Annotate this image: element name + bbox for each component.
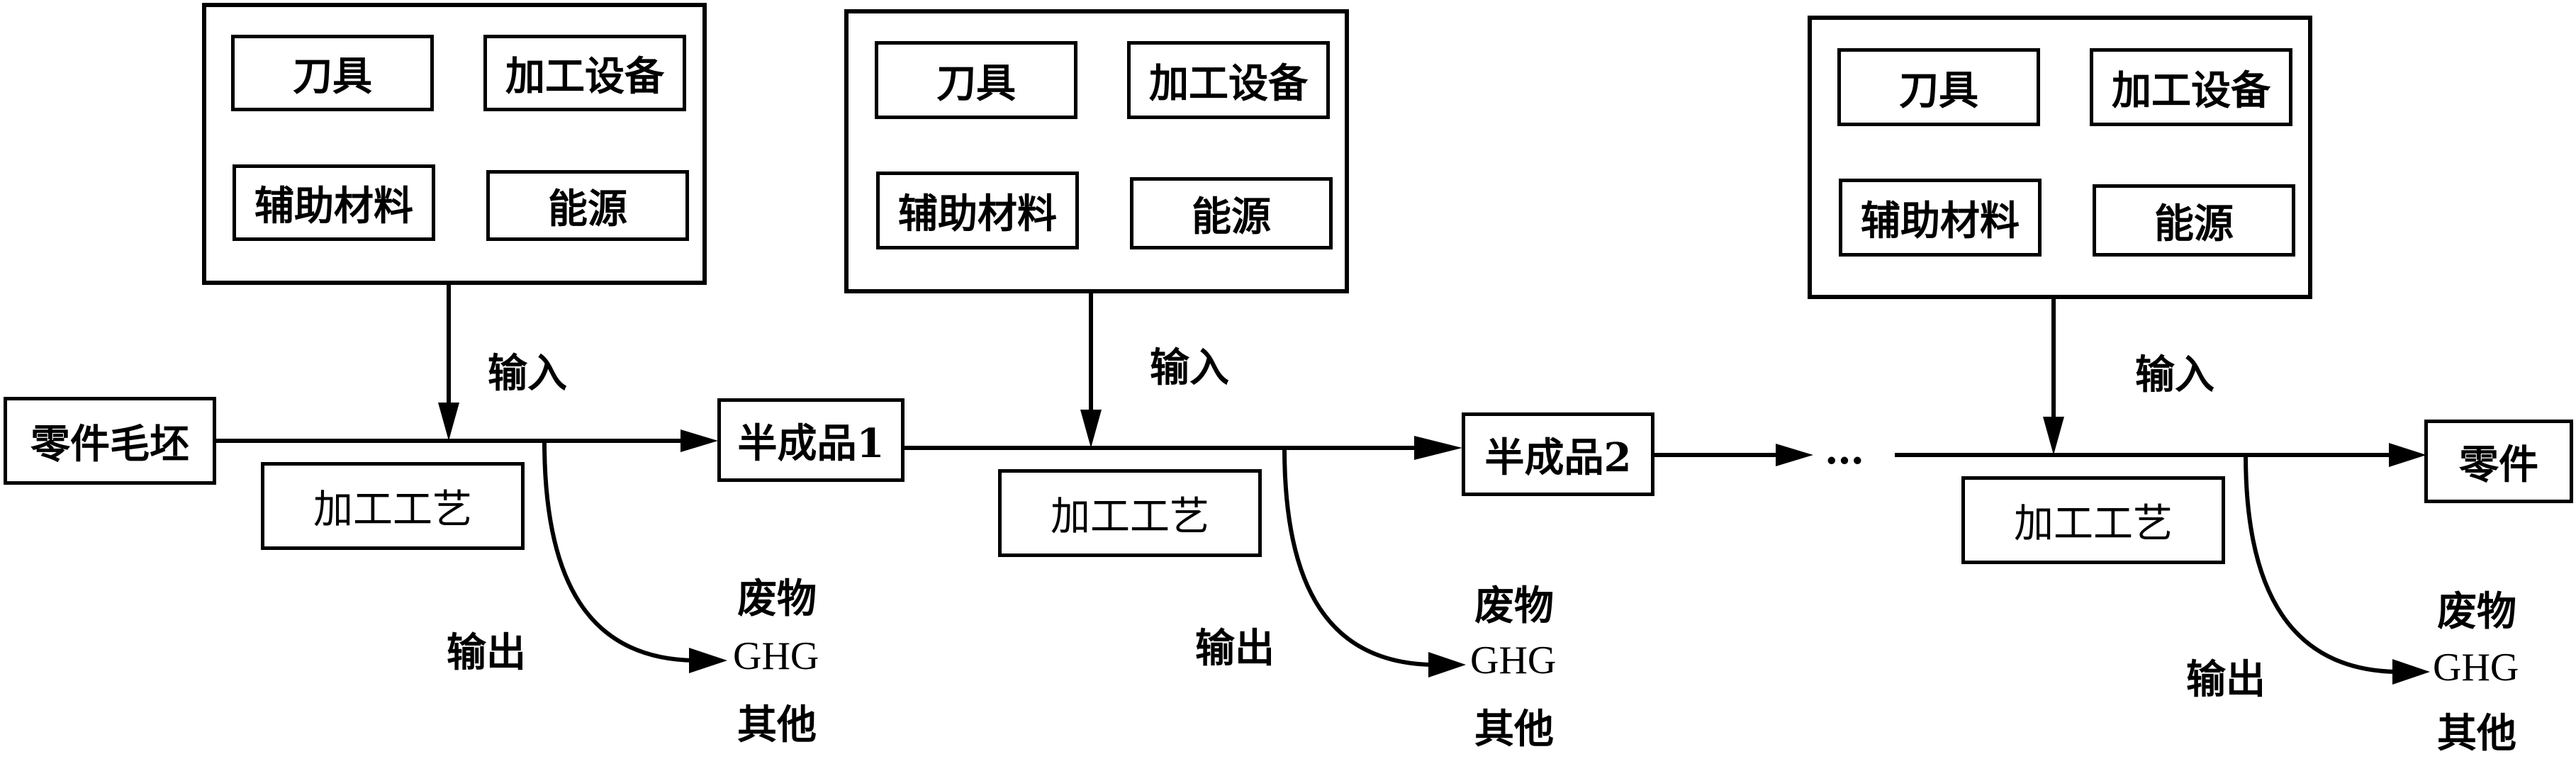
start-node: 零件毛坯: [4, 397, 216, 485]
intermediate-label-1: 半成品1: [737, 420, 885, 467]
process-label: 加工工艺: [313, 486, 472, 533]
resource-label: 能源: [1192, 193, 1271, 240]
resource-label: 加工设备: [2112, 67, 2270, 114]
input-label-3: 输入: [2135, 352, 2214, 398]
output-curve-2: [1282, 447, 1433, 667]
output-ghg-1: GHG: [733, 634, 819, 678]
resource-auxiliary-3: 辅助材料: [1839, 179, 2042, 257]
resource-group-1: [202, 3, 707, 285]
resource-energy-3: 能源: [2093, 184, 2295, 257]
output-label-2: 输出: [1195, 625, 1275, 672]
resource-tool-3: 刀具: [1837, 48, 2040, 126]
resource-label: 加工设备: [505, 52, 664, 100]
flow-arrowhead-1: [681, 429, 718, 452]
resource-energy-1: 能源: [486, 170, 689, 241]
input-label-2: 输入: [1150, 344, 1229, 391]
resource-label: 刀具: [936, 60, 1016, 107]
resource-group-2: [844, 9, 1349, 293]
process-box-3: 加工工艺: [1961, 476, 2225, 564]
output-label-3: 输出: [2186, 656, 2266, 703]
resource-tool-1: 刀具: [231, 35, 434, 111]
output-other-2: 其他: [1474, 706, 1554, 753]
output-ghg-2: GHG: [1470, 639, 1557, 682]
end-node: 零件: [2424, 420, 2573, 503]
output-ghg-3: GHG: [2433, 646, 2519, 690]
output-curve-3: [2244, 454, 2397, 674]
output-waste-1: 废物: [737, 575, 817, 622]
resource-auxiliary-2: 辅助材料: [876, 172, 1079, 249]
resource-equipment-2: 加工设备: [1127, 41, 1330, 119]
process-box-1: 加工工艺: [261, 462, 525, 550]
resource-equipment-1: 加工设备: [483, 35, 686, 111]
output-curve-1: [542, 440, 695, 663]
output-arrowhead-2: [1428, 652, 1466, 678]
output-arrowhead-3: [2392, 659, 2430, 685]
resource-label: 辅助材料: [1861, 197, 2020, 244]
process-label: 加工工艺: [2014, 500, 2173, 547]
output-waste-3: 废物: [2437, 588, 2516, 635]
resource-tool-2: 刀具: [875, 41, 1077, 119]
start-node-label: 零件毛坯: [30, 420, 189, 468]
intermediate-node-1: 半成品1: [717, 398, 905, 482]
process-label: 加工工艺: [1051, 493, 1209, 540]
resource-energy-2: 能源: [1130, 177, 1333, 249]
output-waste-2: 废物: [1474, 583, 1554, 629]
flow-arrowhead-3: [2389, 443, 2426, 467]
intermediate-node-2: 半成品2: [1462, 412, 1654, 496]
input-arrowhead-3: [2043, 417, 2064, 455]
resource-auxiliary-1: 辅助材料: [233, 164, 435, 241]
output-other-1: 其他: [737, 702, 817, 748]
input-arrowhead-2: [1080, 410, 1102, 448]
input-arrowhead-1: [438, 403, 459, 441]
end-node-label: 零件: [2459, 441, 2538, 488]
output-label-1: 输出: [447, 629, 526, 676]
input-label-1: 输入: [488, 350, 567, 397]
resource-label: 加工设备: [1149, 60, 1308, 107]
intermediate-label-2: 半成品2: [1484, 434, 1632, 481]
process-box-2: 加工工艺: [998, 469, 1262, 557]
resource-label: 刀具: [293, 52, 372, 100]
ellipsis-continuation: …: [1825, 427, 1864, 473]
resource-label: 刀具: [1899, 67, 1978, 114]
resource-label: 能源: [548, 185, 627, 232]
resource-group-3: [1808, 16, 2312, 299]
resource-equipment-3: 加工设备: [2090, 48, 2292, 126]
flow-arrowhead-2: [1414, 436, 1462, 460]
resource-label: 辅助材料: [254, 182, 413, 230]
resource-label: 辅助材料: [898, 190, 1057, 237]
output-arrowhead-1: [689, 648, 727, 673]
resource-label: 能源: [2154, 200, 2234, 247]
flow-arrowhead-ellipsis: [1776, 444, 1813, 466]
output-other-3: 其他: [2437, 710, 2516, 757]
